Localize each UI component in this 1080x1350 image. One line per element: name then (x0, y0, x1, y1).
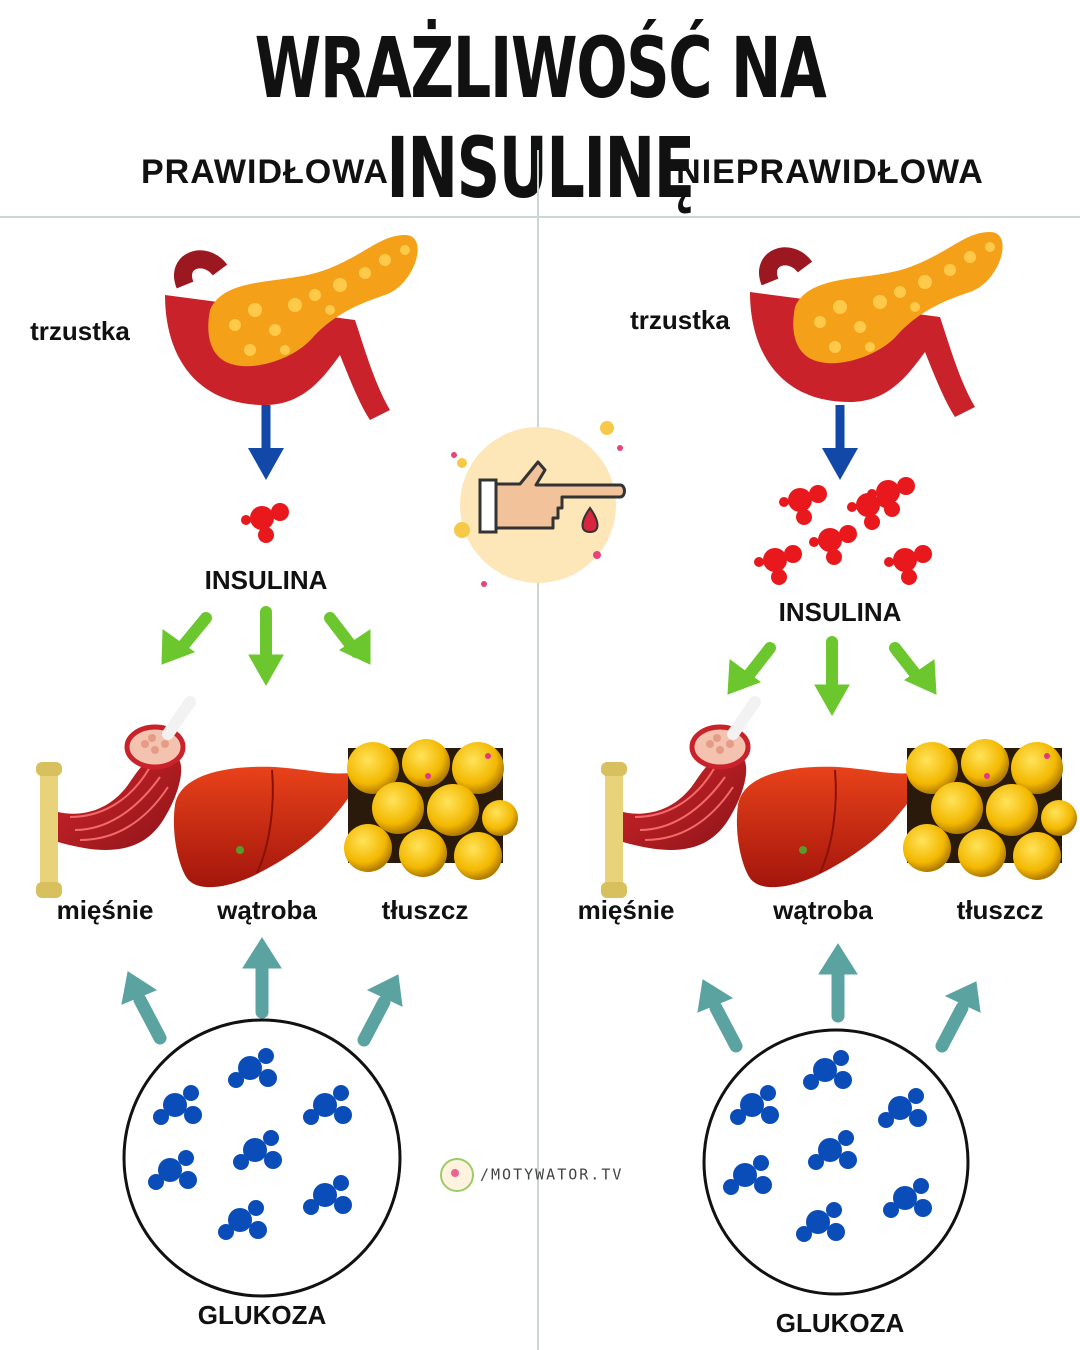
pancreas-left-icon (165, 235, 418, 420)
insulin-right-icon (754, 477, 932, 585)
pancreas-label-right: trzustka (630, 305, 730, 335)
header-divider (0, 216, 1080, 218)
organ-label-liver-left: wątroba (217, 895, 317, 925)
insulin-label-left: INSULINA (204, 565, 328, 595)
heading-normal: PRAWIDŁOWA (141, 153, 389, 191)
heading-abnormal: NIEPRAWIDŁOWA (676, 153, 984, 191)
organ-label-muscle-left: mięśnie (56, 895, 154, 925)
liver-right-icon (735, 765, 921, 889)
fat-right-icon (903, 739, 1077, 880)
organ-arrows-right-icon (727, 636, 937, 717)
fat-left-icon (344, 739, 518, 880)
pancreas-right-icon (750, 232, 1003, 417)
organ-label-fat-left: tłuszcz (381, 895, 469, 925)
insulin-left-icon (241, 503, 289, 543)
organ-arrows-left-icon (161, 606, 371, 687)
blood-drop-finger-icon (451, 421, 626, 587)
brand-text: /MOTYWATOR.TV (480, 1165, 624, 1184)
glucose-label-left: GLUKOZA (197, 1300, 327, 1330)
glucose-arrows-right-icon (697, 943, 981, 1053)
organ-label-fat-right: tłuszcz (956, 895, 1044, 925)
muscle-right-icon (601, 702, 755, 898)
glucose-label-right: GLUKOZA (775, 1308, 905, 1338)
organ-label-muscle-right: mięśnie (577, 895, 675, 925)
brand-logo-icon (440, 1158, 474, 1192)
page-title: WRAŻLIWOŚĆ NA INSULINĘ (254, 19, 827, 217)
muscle-left-icon (36, 702, 190, 898)
organ-label-liver-right: wątroba (773, 895, 873, 925)
liver-left-icon (172, 765, 358, 889)
glucose-arrows-left-icon (121, 937, 403, 1047)
pancreas-label-left: trzustka (30, 316, 130, 346)
insulin-label-right: INSULINA (778, 597, 902, 627)
down-arrow-left-icon (248, 405, 284, 480)
column-divider (537, 150, 539, 1350)
down-arrow-right-icon (822, 405, 858, 480)
brand-watermark: /MOTYWATOR.TV (440, 1158, 623, 1192)
